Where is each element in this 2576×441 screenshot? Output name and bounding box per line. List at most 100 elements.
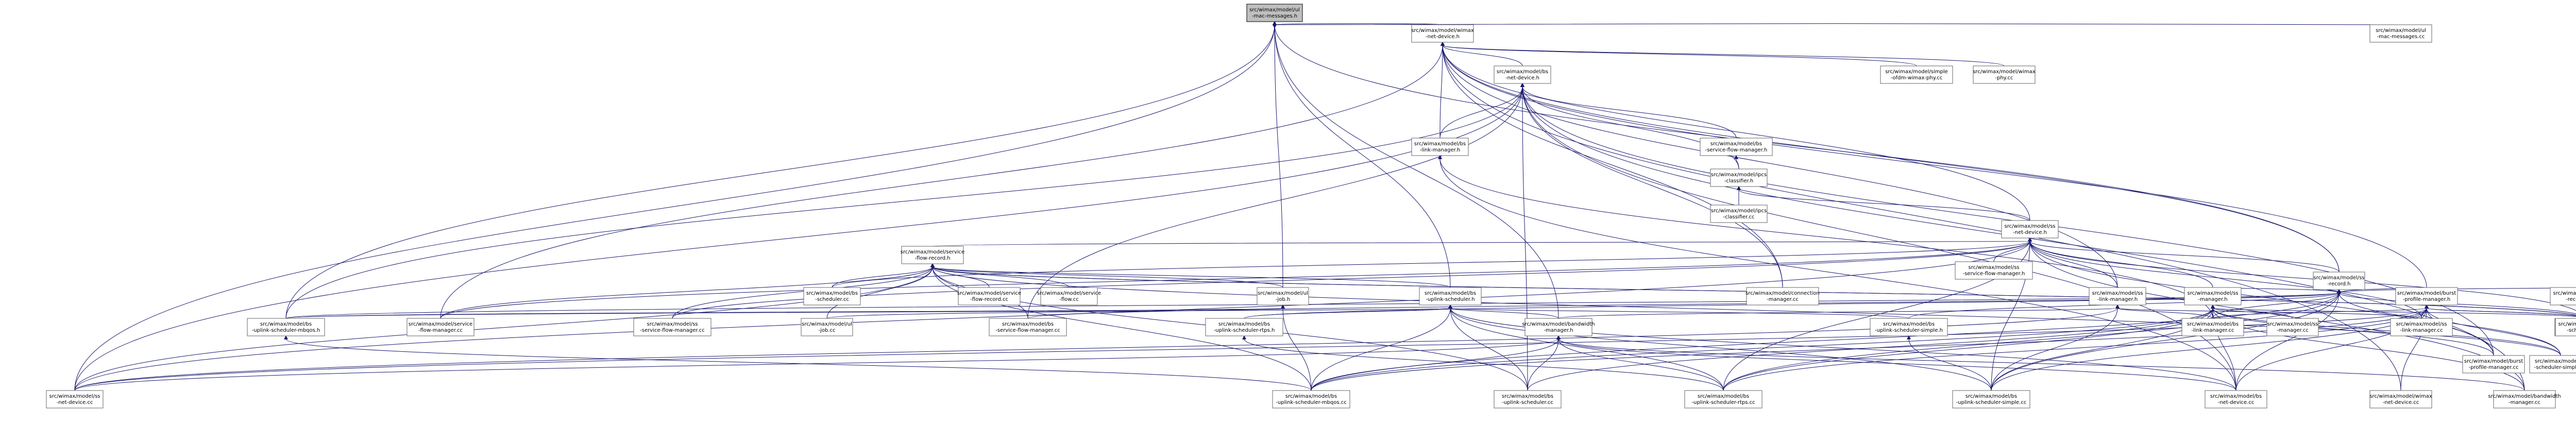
edge-n0-n17 xyxy=(1273,21,1283,288)
edge-n3-n19 xyxy=(1520,82,1783,288)
file-node-label: -job.cc xyxy=(818,328,835,333)
file-node[interactable]: src/wimax/model/bs-uplink-scheduler-simp… xyxy=(1952,390,2030,409)
file-node[interactable]: src/wimax/model/ss-record.h xyxy=(2313,272,2365,290)
file-node[interactable]: src/wimax/model/ss-net-device.cc xyxy=(46,390,104,409)
file-node[interactable]: src/wimax/model/ipcs-classifier.cc xyxy=(1710,205,1768,223)
file-node[interactable]: src/wimax/model/bs-scheduler-simple.cc xyxy=(2529,355,2576,374)
file-node[interactable]: src/wimax/model/service-flow-record.h xyxy=(901,246,964,264)
edge-n10-n25 xyxy=(440,237,2032,319)
dependency-nodes: src/wimax/model/ul-mac-messages.hsrc/wim… xyxy=(46,4,2576,409)
file-node-label: src/wimax/model/bs xyxy=(1497,69,1548,75)
file-node-box xyxy=(1880,65,1953,84)
file-node[interactable]: src/wimax/model/ss-link-manager.h xyxy=(2089,287,2146,306)
file-node[interactable]: src/wimax/model/ss-link-manager.cc xyxy=(2390,318,2453,336)
file-node-label: src/wimax/model/ss xyxy=(49,394,100,399)
file-node-box xyxy=(989,318,1067,336)
edge-n21-n40 xyxy=(1311,304,2215,391)
edge-n3-n24 xyxy=(285,82,1524,319)
file-node[interactable]: src/wimax/model/bs-service-flow-manager.… xyxy=(989,318,1067,336)
file-node[interactable]: src/wimax/model/ul-job.cc xyxy=(801,318,853,336)
file-node[interactable]: src/wimax/model/bs-scheduler.cc xyxy=(803,287,861,306)
file-node-label: -manager.h xyxy=(1544,328,1573,333)
file-node-box xyxy=(406,318,474,336)
file-node[interactable]: src/wimax/model/service-flow.cc xyxy=(1037,287,1101,306)
file-node[interactable]: src/wimax/model/ss-service-flow-manager.… xyxy=(633,318,711,336)
edge-n1-n45 xyxy=(1440,41,2401,391)
file-node[interactable]: src/wimax/model/ipcs-classifier.h xyxy=(1710,168,1768,187)
file-node[interactable]: src/wimax/model/ss-scheduler.cc xyxy=(2555,318,2576,336)
file-node-label: -scheduler.cc xyxy=(815,297,849,302)
edge-n29-n42 xyxy=(1242,335,1724,391)
file-node[interactable]: src/wimax/model/bs-uplink-scheduler-rtps… xyxy=(1684,390,1762,409)
file-node-box xyxy=(2001,220,2059,239)
file-node[interactable]: src/wimax/model/burst-profile-manager.h xyxy=(2395,287,2458,306)
file-node[interactable]: src/wimax/model/ss-manager.h xyxy=(2184,287,2242,306)
edge-n21-n33 xyxy=(2211,304,2293,319)
edge-n3-n46 xyxy=(1520,82,2525,391)
file-node-box xyxy=(1411,24,1474,43)
file-node-box xyxy=(2369,390,2432,409)
edge-n17-n24 xyxy=(285,304,1285,319)
file-node-label: src/wimax/model/simple xyxy=(1885,69,1948,75)
file-node[interactable]: src/wimax/model/wimax-net-device.h xyxy=(1411,24,1474,43)
file-node-label: -manager.cc xyxy=(1767,297,1799,302)
file-node-box xyxy=(901,246,964,264)
file-node-label: src/wimax/model/bs xyxy=(1218,321,1270,327)
file-node[interactable]: src/wimax/model/service-flow-record.cc xyxy=(957,287,1021,306)
file-node-box xyxy=(1746,287,1819,306)
edge-n0-n18 xyxy=(1273,21,1451,288)
file-node[interactable]: src/wimax/model/bs-net-device.cc xyxy=(2205,390,2267,409)
file-node[interactable]: src/wimax/model/wimax-phy.cc xyxy=(1973,65,2036,84)
file-node[interactable]: src/wimax/model/bs-uplink-scheduler-mbqo… xyxy=(1272,390,1350,409)
edge-n0-n13 xyxy=(1273,21,2340,273)
file-node-box xyxy=(1955,261,2033,280)
file-node-label: src/wimax/model/wimax xyxy=(1411,28,1473,33)
file-node-box xyxy=(2555,318,2576,336)
file-node[interactable]: src/wimax/model/ss-service-flow-manager.… xyxy=(1955,261,2033,280)
edge-n11-n14 xyxy=(832,263,935,288)
file-node[interactable]: src/wimax/model/ss-record.cc xyxy=(2550,287,2576,306)
file-node[interactable]: src/wimax/model/bs-uplink-scheduler.cc xyxy=(1494,390,1562,409)
file-node[interactable]: src/wimax/model/service-flow-manager.cc xyxy=(406,318,474,336)
edge-n18-n42 xyxy=(1448,304,1724,391)
file-node[interactable]: src/wimax/model/bs-link-manager.h xyxy=(1411,138,1469,156)
file-node[interactable]: src/wimax/model/bs-uplink-scheduler-simp… xyxy=(1870,318,1948,336)
edge-n24-n40 xyxy=(284,335,1312,391)
file-node-label: src/wimax/model/bandwidth xyxy=(1522,321,1595,327)
file-node-box xyxy=(1246,4,1303,22)
file-node[interactable]: src/wimax/model/bs-uplink-scheduler-mbqo… xyxy=(247,318,325,336)
file-node-label: src/wimax/model/bs xyxy=(260,321,312,327)
file-node-label: src/wimax/model/connection xyxy=(1745,291,1820,296)
file-node[interactable]: src/wimax/model/bs-uplink-scheduler-rtps… xyxy=(1205,318,1283,336)
file-node[interactable]: src/wimax/model/connection-manager.cc xyxy=(1745,287,1820,306)
file-node[interactable]: src/wimax/model/bandwidth-manager.h xyxy=(1522,318,1595,336)
edge-n20-n30 xyxy=(1558,304,2120,319)
file-node-label: -record.cc xyxy=(2566,297,2576,302)
file-node[interactable]: src/wimax/model/bs-service-flow-manager.… xyxy=(1700,138,1773,156)
file-node-label: src/wimax/model/bs xyxy=(1425,291,1476,296)
file-node-label: -uplink-scheduler-simple.cc xyxy=(1956,400,2027,405)
file-node[interactable]: src/wimax/model/bs-uplink-scheduler.h xyxy=(1419,287,1482,306)
file-node-box xyxy=(1494,390,1562,409)
edge-n10-n11 xyxy=(932,239,2033,247)
file-node[interactable]: src/wimax/model/bs-link-manager.cc xyxy=(2181,318,2244,336)
file-node[interactable]: src/wimax/model/ul-job.h xyxy=(1257,287,1309,306)
file-node-label: src/wimax/model/bs xyxy=(1698,394,1749,399)
edge-n10-n14 xyxy=(832,237,2032,288)
file-node[interactable]: src/wimax/model/bandwidth-manager.cc xyxy=(2488,390,2561,409)
file-node[interactable]: src/wimax/model/ss-net-device.h xyxy=(2001,220,2059,239)
file-node-label: -manager.cc xyxy=(2277,328,2309,333)
file-node[interactable]: src/wimax/model/bs-net-device.h xyxy=(1494,65,1551,84)
edge-n10-n13 xyxy=(2028,237,2340,273)
file-node-label: -uplink-scheduler.cc xyxy=(1502,400,1553,405)
edge-n22-n35 xyxy=(2425,304,2576,316)
file-node[interactable]: src/wimax/model/simple-ofdm-wimax-phy.cc xyxy=(1880,65,1953,84)
file-node[interactable]: src/wimax/model/burst-profile-manager.cc xyxy=(2462,355,2525,374)
edge-n30-n40 xyxy=(1311,335,1561,391)
file-node[interactable]: src/wimax/model/ul-mac-messages.cc xyxy=(2369,24,2432,43)
file-node[interactable]: src/wimax/model/wimax-net-device.cc xyxy=(2369,390,2432,409)
file-node-label: src/wimax/model/bs xyxy=(1414,141,1466,147)
file-node[interactable]: src/wimax/model/ss-manager.cc xyxy=(2266,318,2319,336)
edge-n18-n24 xyxy=(285,304,1452,319)
edge-n22-n38 xyxy=(2425,304,2494,356)
